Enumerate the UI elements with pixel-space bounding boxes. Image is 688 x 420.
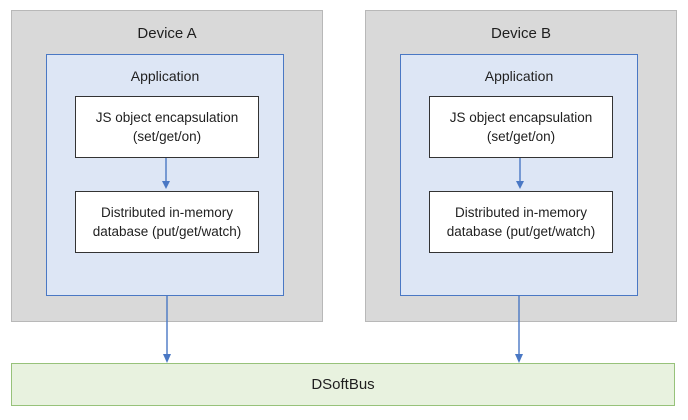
dsoftbus-label: DSoftBus: [311, 376, 375, 393]
device-b-title: Device B: [490, 25, 552, 42]
device-a-js-object-box: JS object encapsulation (set/get/on): [75, 96, 259, 158]
dsoftbus-bar: DSoftBus: [11, 363, 675, 406]
device-a-to-bus-arrow: [163, 295, 171, 363]
device-a-inner-arrow: [162, 158, 170, 189]
device-a-js-object-line2: (set/get/on): [132, 129, 202, 144]
device-a-database-box: Distributed in-memory database (put/get/…: [75, 191, 259, 253]
device-b-container: Device B Application JS object encapsula…: [365, 10, 677, 322]
device-b-database-line2: database (put/get/watch): [446, 224, 596, 239]
device-b-js-object-box: JS object encapsulation (set/get/on): [429, 96, 613, 158]
device-a-database-line2: database (put/get/watch): [92, 224, 242, 239]
device-a-application-title: Application: [130, 68, 200, 84]
device-b-database-box: Distributed in-memory database (put/get/…: [429, 191, 613, 253]
device-a-application: Application JS object encapsulation (set…: [46, 54, 284, 296]
device-a-title: Device A: [137, 25, 197, 42]
device-b-application-title: Application: [484, 68, 554, 84]
device-b-application: Application JS object encapsulation (set…: [400, 54, 638, 296]
device-b-database-line1: Distributed in-memory: [454, 205, 588, 220]
device-a-js-object-line1: JS object encapsulation: [95, 110, 239, 125]
device-b-js-object-line2: (set/get/on): [486, 129, 556, 144]
device-b-inner-arrow: [516, 158, 524, 189]
device-b-js-object-line1: JS object encapsulation: [449, 110, 593, 125]
device-a-container: Device A Application JS object encapsula…: [11, 10, 323, 322]
device-a-database-line1: Distributed in-memory: [100, 205, 234, 220]
device-b-to-bus-arrow: [515, 295, 523, 363]
